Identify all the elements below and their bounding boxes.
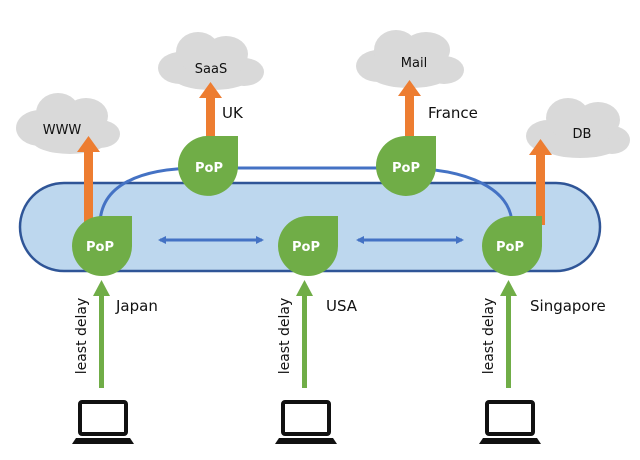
pop-japan-label: PoP (86, 240, 114, 255)
egress-arrow-mail (398, 80, 421, 136)
location-france: France (428, 104, 478, 122)
cloud-www-label: WWW (43, 123, 82, 138)
laptop-icon (479, 400, 541, 444)
location-uk: UK (222, 104, 244, 122)
cloud-saas: SaaS (158, 32, 264, 90)
access-arrow-singapore (500, 280, 517, 388)
cloud-db-label: DB (573, 127, 592, 142)
pop-france: PoP (376, 135, 436, 196)
pop-uk: PoP (178, 135, 238, 196)
egress-arrow-saas (199, 82, 222, 136)
location-japan: Japan (115, 297, 158, 315)
least-delay-usa: least delay (277, 298, 293, 375)
laptop-icon (275, 400, 337, 444)
pop-singapore-label: PoP (496, 240, 524, 255)
least-delay-singapore: least delay (481, 298, 497, 375)
egress-arrow-www (77, 136, 100, 224)
least-delay-japan: least delay (74, 298, 90, 375)
pop-usa-label: PoP (292, 240, 320, 255)
pop-japan: PoP (72, 216, 132, 276)
pop-usa: PoP (278, 216, 338, 276)
pop-france-label: PoP (392, 161, 420, 176)
location-singapore: Singapore (530, 297, 606, 315)
cloud-mail: Mail (356, 30, 464, 88)
pop-singapore: PoP (482, 216, 542, 276)
laptop-icon (72, 400, 134, 444)
pop-uk-label: PoP (195, 161, 223, 176)
cloud-www: WWW (16, 93, 120, 154)
cloud-saas-label: SaaS (195, 62, 227, 77)
access-arrow-usa (296, 280, 313, 388)
cloud-mail-label: Mail (401, 56, 427, 71)
egress-arrow-db (529, 139, 552, 225)
location-usa: USA (326, 297, 358, 315)
access-arrow-japan (93, 280, 110, 388)
